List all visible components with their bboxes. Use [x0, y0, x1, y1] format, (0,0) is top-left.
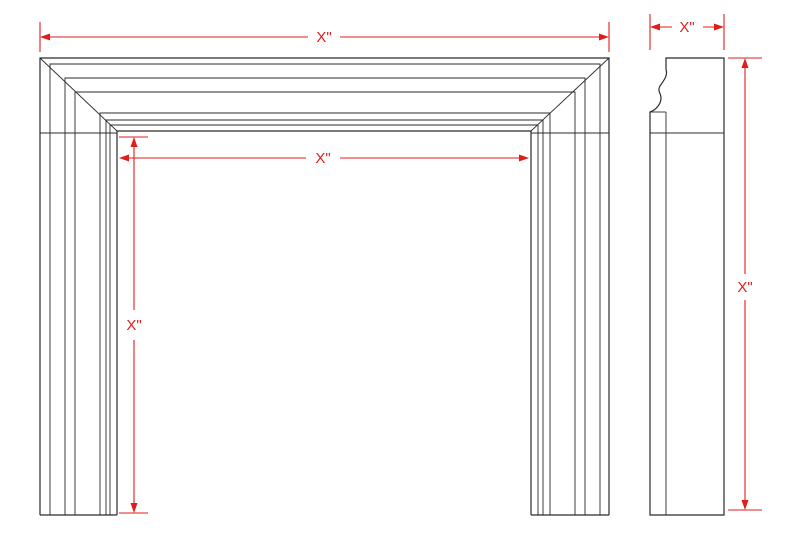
miter-left: [39, 57, 118, 132]
arrowhead: [714, 23, 724, 31]
molding-step-5: [105, 119, 544, 515]
arrowhead: [650, 23, 660, 31]
arrowhead: [741, 500, 749, 510]
molding-step-3: [74, 91, 576, 515]
side-outline: [649, 57, 725, 516]
molding-step-6: [109, 124, 539, 515]
arrowhead: [741, 58, 749, 68]
side-elevation: [649, 57, 725, 516]
overall-width-label: X": [316, 29, 331, 46]
arrowhead: [40, 33, 50, 41]
front-outer-outline: [39, 57, 610, 515]
molding-step-2: [64, 77, 586, 515]
dimension-opening-width: X": [119, 150, 529, 167]
arrowhead: [519, 154, 529, 162]
front-opening-outline: [116, 130, 532, 515]
dimension-side-height: X": [728, 57, 762, 511]
side-height-label: X": [737, 279, 752, 296]
opening-width-label: X": [315, 150, 330, 167]
opening-height-label: X": [126, 317, 141, 334]
arrowhead: [130, 503, 138, 513]
front-elevation: [39, 57, 610, 516]
side-depth-label: X": [679, 19, 694, 36]
dimension-opening-height: X": [119, 136, 148, 514]
miter-right: [530, 57, 610, 132]
arrowhead: [130, 137, 138, 147]
dimension-overall-width: X": [39, 22, 610, 52]
arrowhead: [599, 33, 609, 41]
arrowhead: [119, 154, 129, 162]
molding-step-1: [49, 63, 601, 515]
molding-step-4: [99, 112, 551, 515]
dimension-side-depth: X": [649, 14, 725, 50]
